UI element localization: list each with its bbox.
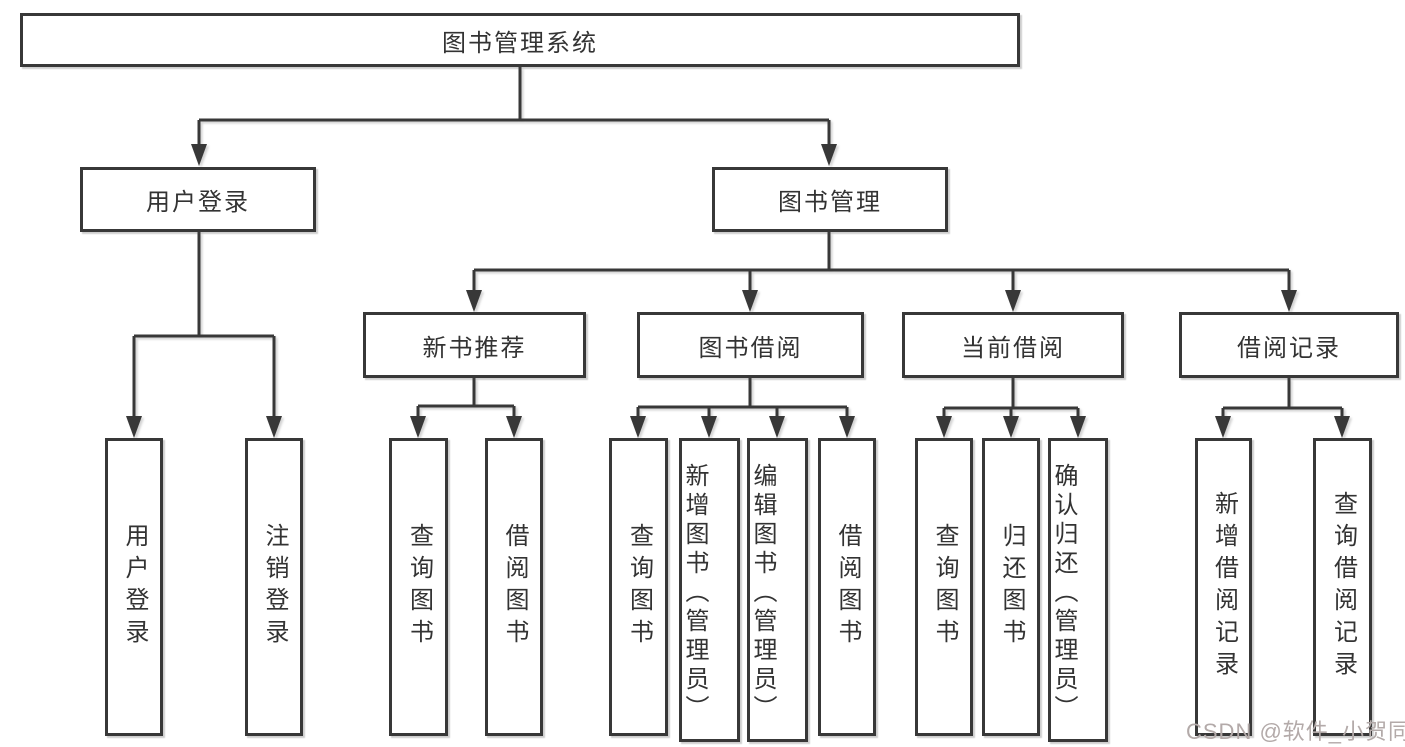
arrowhead-icon bbox=[1334, 416, 1350, 438]
node-book-management: 图书管理 bbox=[712, 167, 948, 232]
leaf-user-login-label: 用户登录 bbox=[121, 523, 148, 651]
leaf-borrowing-query-books-label: 查询图书 bbox=[625, 523, 653, 651]
arrowhead-icon bbox=[630, 416, 646, 438]
arrowhead-icon bbox=[266, 416, 282, 438]
leaf-borrowing-edit-books-admin: 编辑图书（管理员） bbox=[747, 438, 808, 742]
arrowhead-icon bbox=[506, 416, 522, 438]
leaf-records-query-record-label: 查询借阅记录 bbox=[1329, 491, 1357, 683]
leaf-logout: 注销登录 bbox=[245, 438, 303, 736]
arrowhead-icon bbox=[191, 144, 207, 166]
leaf-records-query-record: 查询借阅记录 bbox=[1313, 438, 1372, 736]
leaf-borrowing-add-books-admin-label: 新增图书（管理员） bbox=[681, 462, 708, 724]
leaf-recommend-borrow-books: 借阅图书 bbox=[485, 438, 543, 736]
leaf-borrowing-query-books: 查询图书 bbox=[609, 438, 668, 736]
node-borrow-records: 借阅记录 bbox=[1179, 312, 1399, 378]
watermark: CSDN @软件_小贺同学 bbox=[1186, 719, 1405, 744]
arrowhead-icon bbox=[936, 416, 952, 438]
leaf-recommend-borrow-books-label: 借阅图书 bbox=[501, 523, 528, 651]
arrowhead-icon bbox=[1070, 416, 1086, 438]
arrowhead-icon bbox=[466, 290, 482, 312]
leaf-records-add-record-label: 新增借阅记录 bbox=[1210, 491, 1238, 683]
arrowhead-icon bbox=[769, 416, 785, 438]
arrowhead-icon bbox=[1005, 290, 1021, 312]
arrowhead-icon bbox=[701, 416, 717, 438]
leaf-borrowing-borrow-books-label: 借阅图书 bbox=[834, 523, 861, 651]
leaf-current-query-books: 查询图书 bbox=[915, 438, 973, 736]
leaf-recommend-query-books-label: 查询图书 bbox=[405, 523, 433, 651]
node-user-login: 用户登录 bbox=[80, 167, 316, 232]
leaf-borrowing-borrow-books: 借阅图书 bbox=[818, 438, 876, 736]
arrowhead-icon bbox=[821, 144, 837, 166]
arrowhead-icon bbox=[1003, 416, 1019, 438]
leaf-recommend-query-books: 查询图书 bbox=[389, 438, 448, 736]
arrowhead-icon bbox=[742, 290, 758, 312]
leaf-logout-label: 注销登录 bbox=[261, 523, 288, 651]
leaf-borrowing-add-books-admin: 新增图书（管理员） bbox=[679, 438, 740, 742]
node-library-system: 图书管理系统 bbox=[20, 13, 1020, 67]
arrowhead-icon bbox=[839, 416, 855, 438]
node-current-borrowing: 当前借阅 bbox=[902, 312, 1124, 378]
leaf-current-confirm-return-admin-label: 确认归还（管理员） bbox=[1050, 462, 1077, 724]
leaf-current-confirm-return-admin: 确认归还（管理员） bbox=[1048, 438, 1108, 742]
arrowhead-icon bbox=[126, 416, 142, 438]
leaf-current-return-books: 归还图书 bbox=[982, 438, 1040, 736]
arrowhead-icon bbox=[1215, 416, 1231, 438]
leaf-user-login: 用户登录 bbox=[105, 438, 163, 736]
leaf-records-add-record: 新增借阅记录 bbox=[1195, 438, 1252, 736]
arrowhead-icon bbox=[1281, 290, 1297, 312]
leaf-current-query-books-label: 查询图书 bbox=[931, 523, 958, 651]
node-book-borrowing: 图书借阅 bbox=[637, 312, 864, 378]
arrowhead-icon bbox=[410, 416, 426, 438]
leaf-current-return-books-label: 归还图书 bbox=[998, 523, 1025, 651]
node-new-book-recommend: 新书推荐 bbox=[363, 312, 586, 378]
leaf-borrowing-edit-books-admin-label: 编辑图书（管理员） bbox=[749, 462, 776, 724]
